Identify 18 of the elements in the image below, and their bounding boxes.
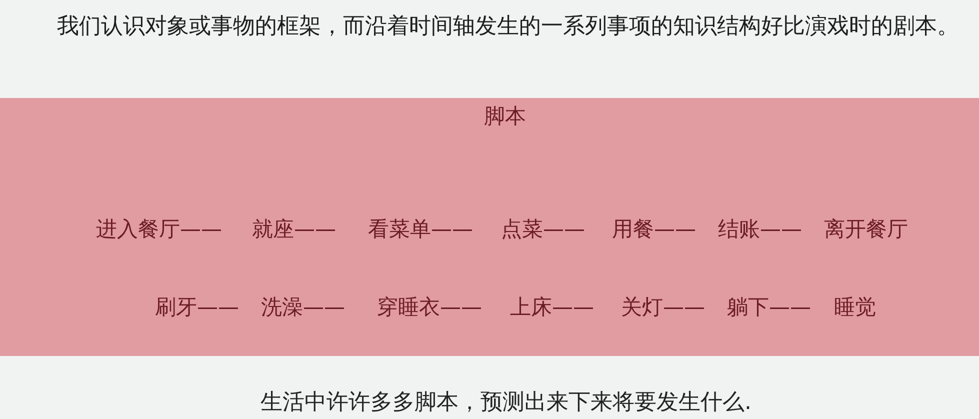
step-text: 离开餐厅	[824, 217, 908, 242]
step-text: 用餐——	[612, 217, 696, 242]
step-text: 进入餐厅——	[96, 217, 222, 242]
step-text: 就座——	[252, 217, 336, 242]
caption-text: 生活中许许多多脚本，预测出来下来将要发生什么.	[260, 390, 752, 416]
step-text: 洗澡——	[261, 295, 345, 320]
step-text: 关灯——	[621, 295, 705, 320]
title-text: 我们认识对象或事物的框架，而沿着时间轴发生的一系列事项的知识结构好比演戏时的剧本。	[57, 14, 959, 40]
band-heading: 脚本	[484, 104, 526, 130]
script-band	[0, 98, 979, 356]
step-text: 点菜——	[501, 217, 585, 242]
step-text: 穿睡衣——	[377, 295, 482, 320]
step-text: 睡觉	[834, 295, 876, 320]
step-text: 躺下——	[727, 295, 811, 320]
step-text: 上床——	[510, 295, 594, 320]
step-text: 看菜单——	[368, 217, 473, 242]
step-text: 结账——	[718, 217, 802, 242]
step-text: 刷牙——	[155, 295, 239, 320]
